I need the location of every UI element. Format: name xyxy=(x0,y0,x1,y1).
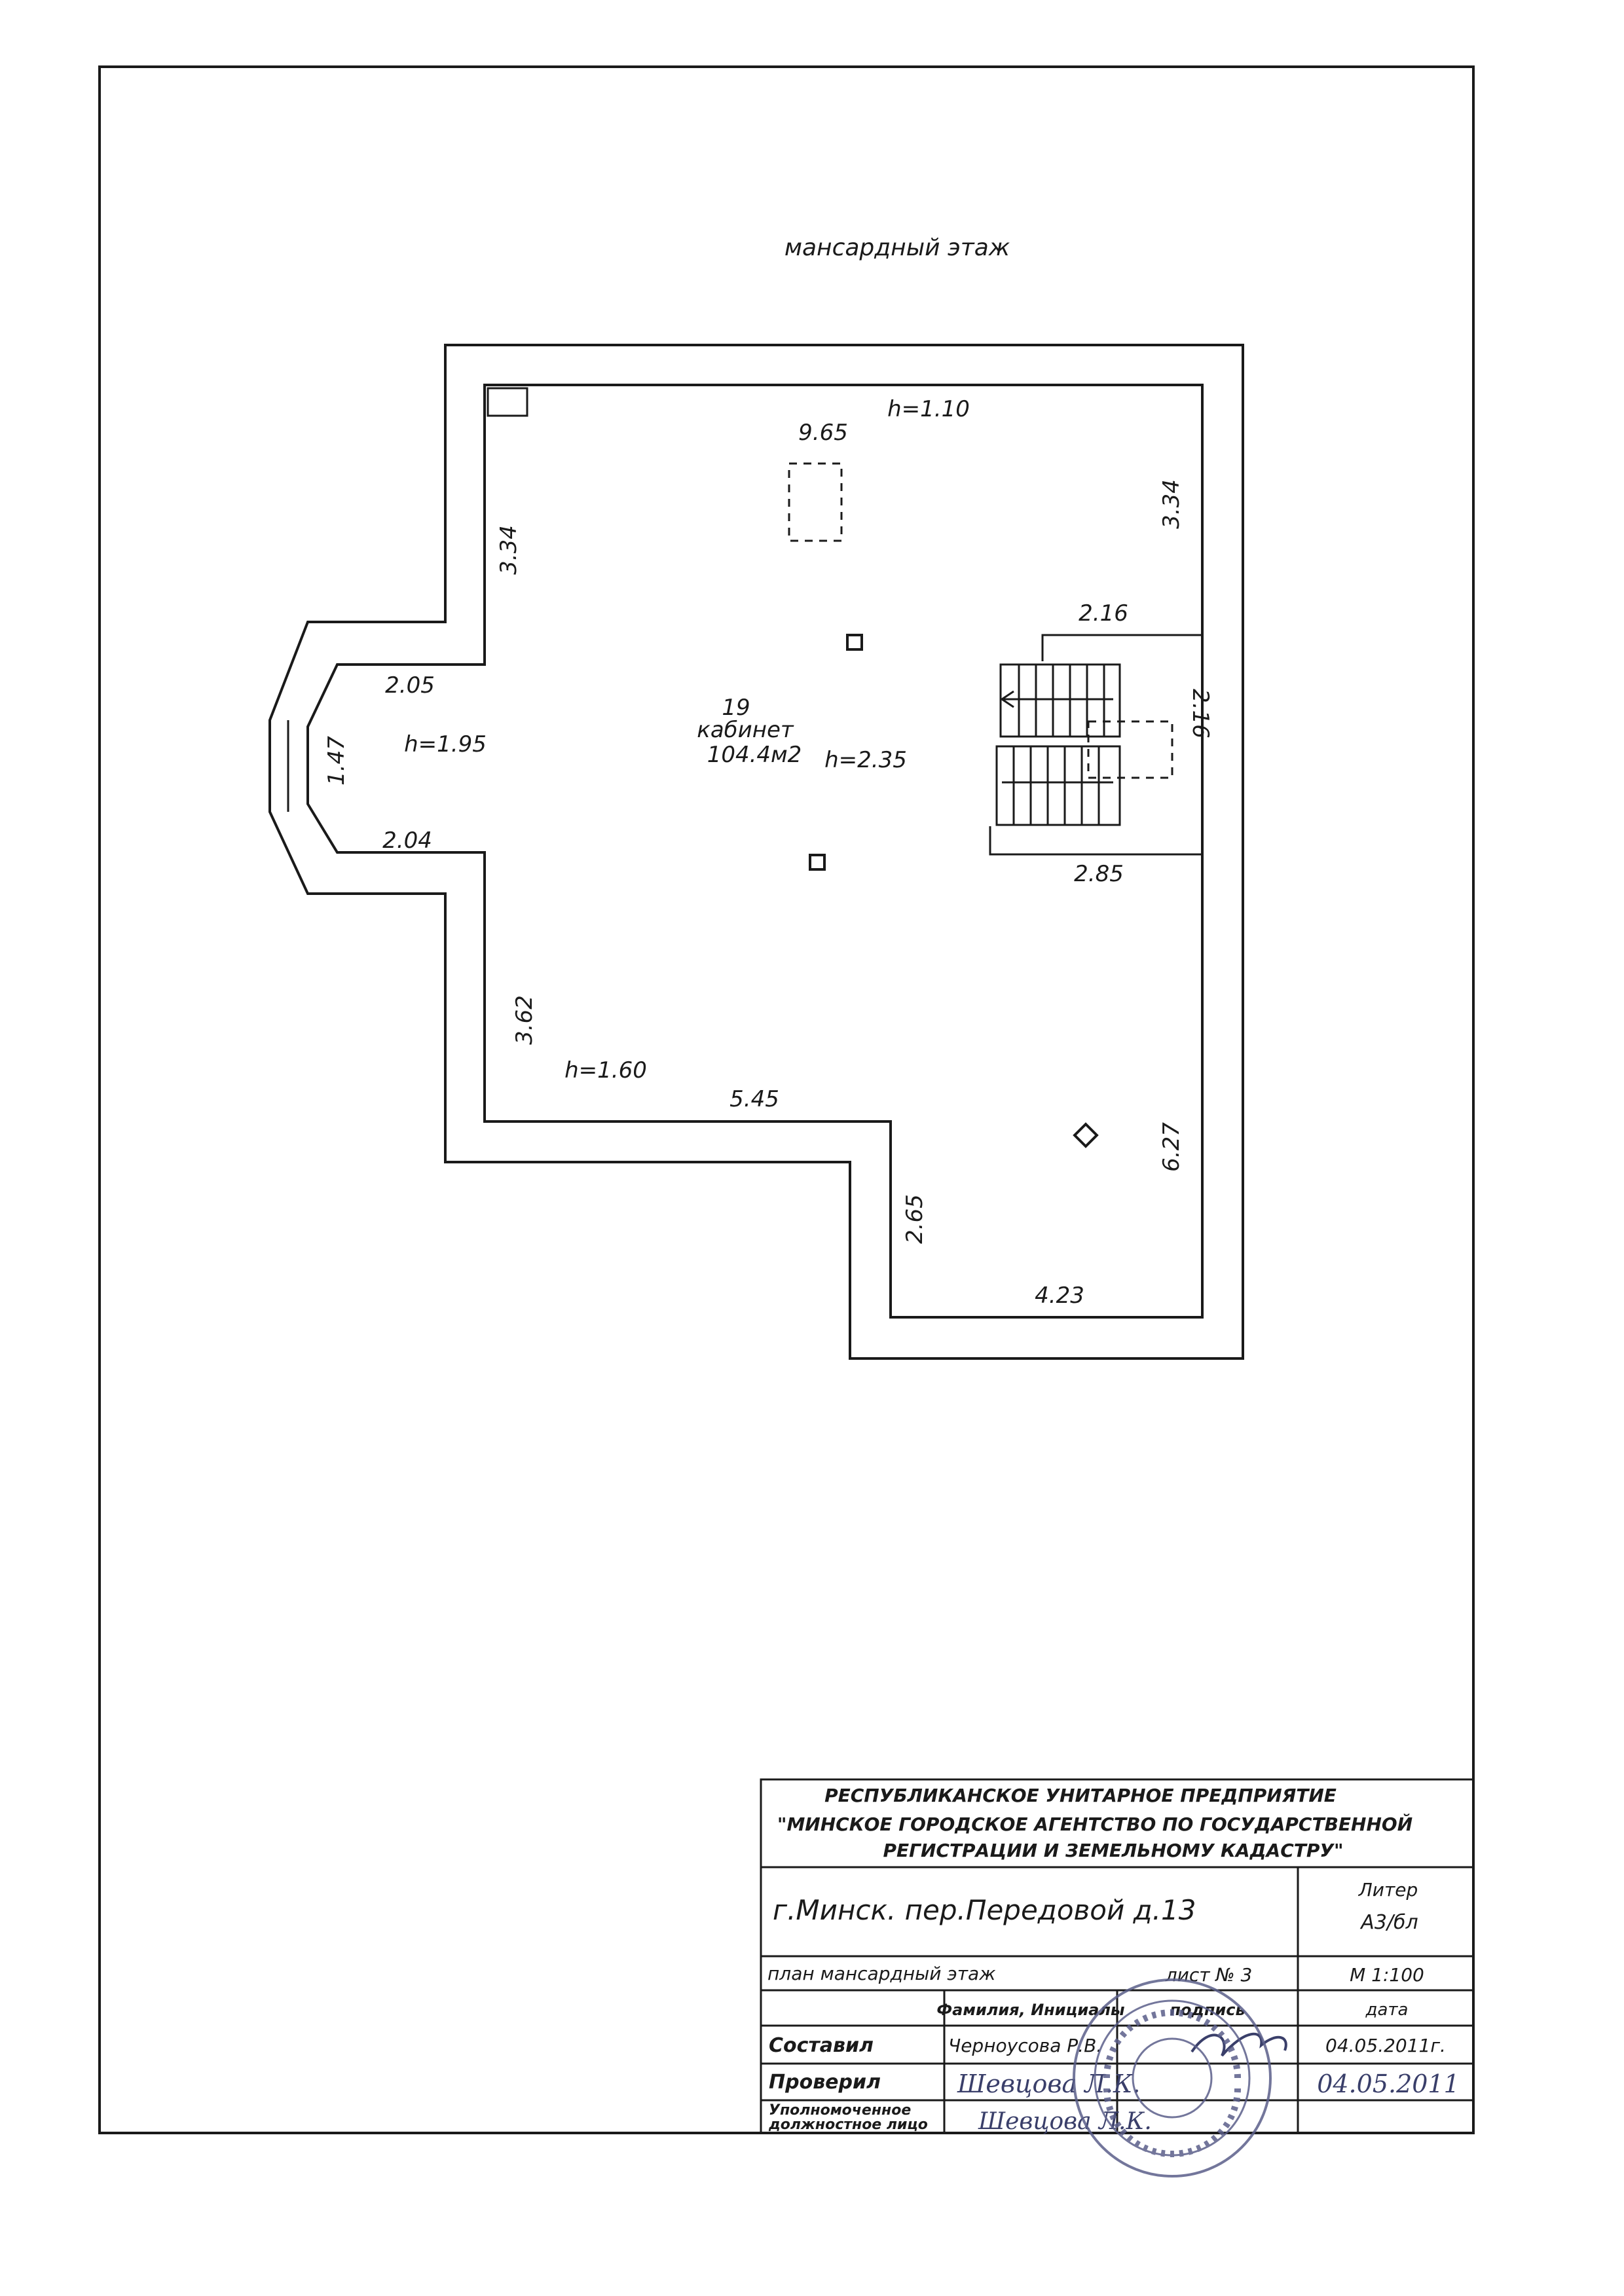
dimension-left-upper: 3.34 xyxy=(496,525,522,575)
dimension-right-lower: 6.27 xyxy=(1158,1122,1185,1172)
stair-flight-lower xyxy=(995,745,1121,826)
dimension-bottom-right: 4.23 xyxy=(1035,1283,1084,1309)
liter-label: Литер xyxy=(1358,1879,1418,1901)
outer-wall-contour xyxy=(268,344,1244,1360)
col-header-date: дата xyxy=(1365,2000,1409,2020)
row1-role: Составил xyxy=(769,2034,874,2057)
dimension-bay-upper: 2.05 xyxy=(385,672,435,699)
dimension-left-lower: 3.62 xyxy=(511,995,538,1045)
room-number: 19 xyxy=(722,695,750,721)
height-label-bottom: h=1.60 xyxy=(564,1057,647,1084)
row2-name-stamp: Шевцова Л.К. xyxy=(957,2069,1141,2098)
skylight-dashed xyxy=(788,462,843,542)
row2-role: Проверил xyxy=(769,2071,881,2094)
address: г.Минск. пер.Передовой д.13 xyxy=(773,1894,1196,1926)
sheet-number: лист № 3 xyxy=(1165,1964,1253,1986)
dimension-stair-top: 2.16 xyxy=(1079,600,1128,627)
room-area: 104.4м2 xyxy=(707,742,802,768)
org-name-line-3: РЕГИСТРАЦИИ И ЗЕМЕЛЬНОМУ КАДАСТРУ" xyxy=(883,1840,1343,1861)
stairwell-opening xyxy=(1041,634,1202,661)
scale: М 1:100 xyxy=(1350,1964,1424,1986)
stair-arrow xyxy=(1000,690,1014,708)
room-name: кабинет xyxy=(697,717,794,743)
stair-flight-upper xyxy=(999,663,1121,738)
round-seal xyxy=(1073,1978,1272,2178)
col-header-name: Фамилия, Инициалы xyxy=(936,2001,1125,2019)
dimension-top-width: 9.65 xyxy=(798,420,848,446)
room-height: h=2.35 xyxy=(824,747,907,773)
org-name-line-1: РЕСПУБЛИКАНСКОЕ УНИТАРНОЕ ПРЕДПРИЯТИЕ xyxy=(824,1785,1337,1806)
corner-marker xyxy=(487,387,528,417)
plan-walls xyxy=(268,344,1244,1360)
column-marker xyxy=(846,634,863,651)
liter-value: А3/бл xyxy=(1359,1911,1418,1934)
inner-wall-contour xyxy=(306,384,1204,1319)
chimney-marker xyxy=(1073,1122,1099,1148)
row3-role-line-1: Уполномоченное xyxy=(769,2102,911,2119)
height-label-top: h=1.10 xyxy=(887,396,970,422)
signature xyxy=(1190,2032,1287,2057)
dimension-step-down: 2.65 xyxy=(902,1194,928,1244)
dimension-bottom-left: 5.45 xyxy=(729,1086,779,1112)
stair-landing xyxy=(989,826,1202,856)
dimension-bay-lower: 2.04 xyxy=(382,828,432,854)
sheet-title: мансардный этаж xyxy=(784,234,1010,261)
height-label-left: h=1.95 xyxy=(404,731,487,757)
plan-label: план мансардный этаж xyxy=(767,1963,995,1984)
column-marker xyxy=(809,854,826,871)
dimension-stair-side: 2.16 xyxy=(1187,689,1213,738)
row2-date-handwritten: 04.05.2011 xyxy=(1317,2069,1460,2098)
dimension-right-upper: 3.34 xyxy=(1158,479,1185,529)
staircase xyxy=(989,634,1202,856)
org-name-line-2: "МИНСКОЕ ГОРОДСКОЕ АГЕНТСТВО ПО ГОСУДАРС… xyxy=(777,1813,1412,1835)
row3-role-line-2: должностное лицо xyxy=(768,2117,928,2133)
dimension-bay-width: 1.47 xyxy=(323,736,350,786)
stair-opening-dashed xyxy=(1087,720,1173,779)
dimension-stair-bottom: 2.85 xyxy=(1074,861,1124,887)
row1-date: 04.05.2011г. xyxy=(1325,2035,1446,2056)
